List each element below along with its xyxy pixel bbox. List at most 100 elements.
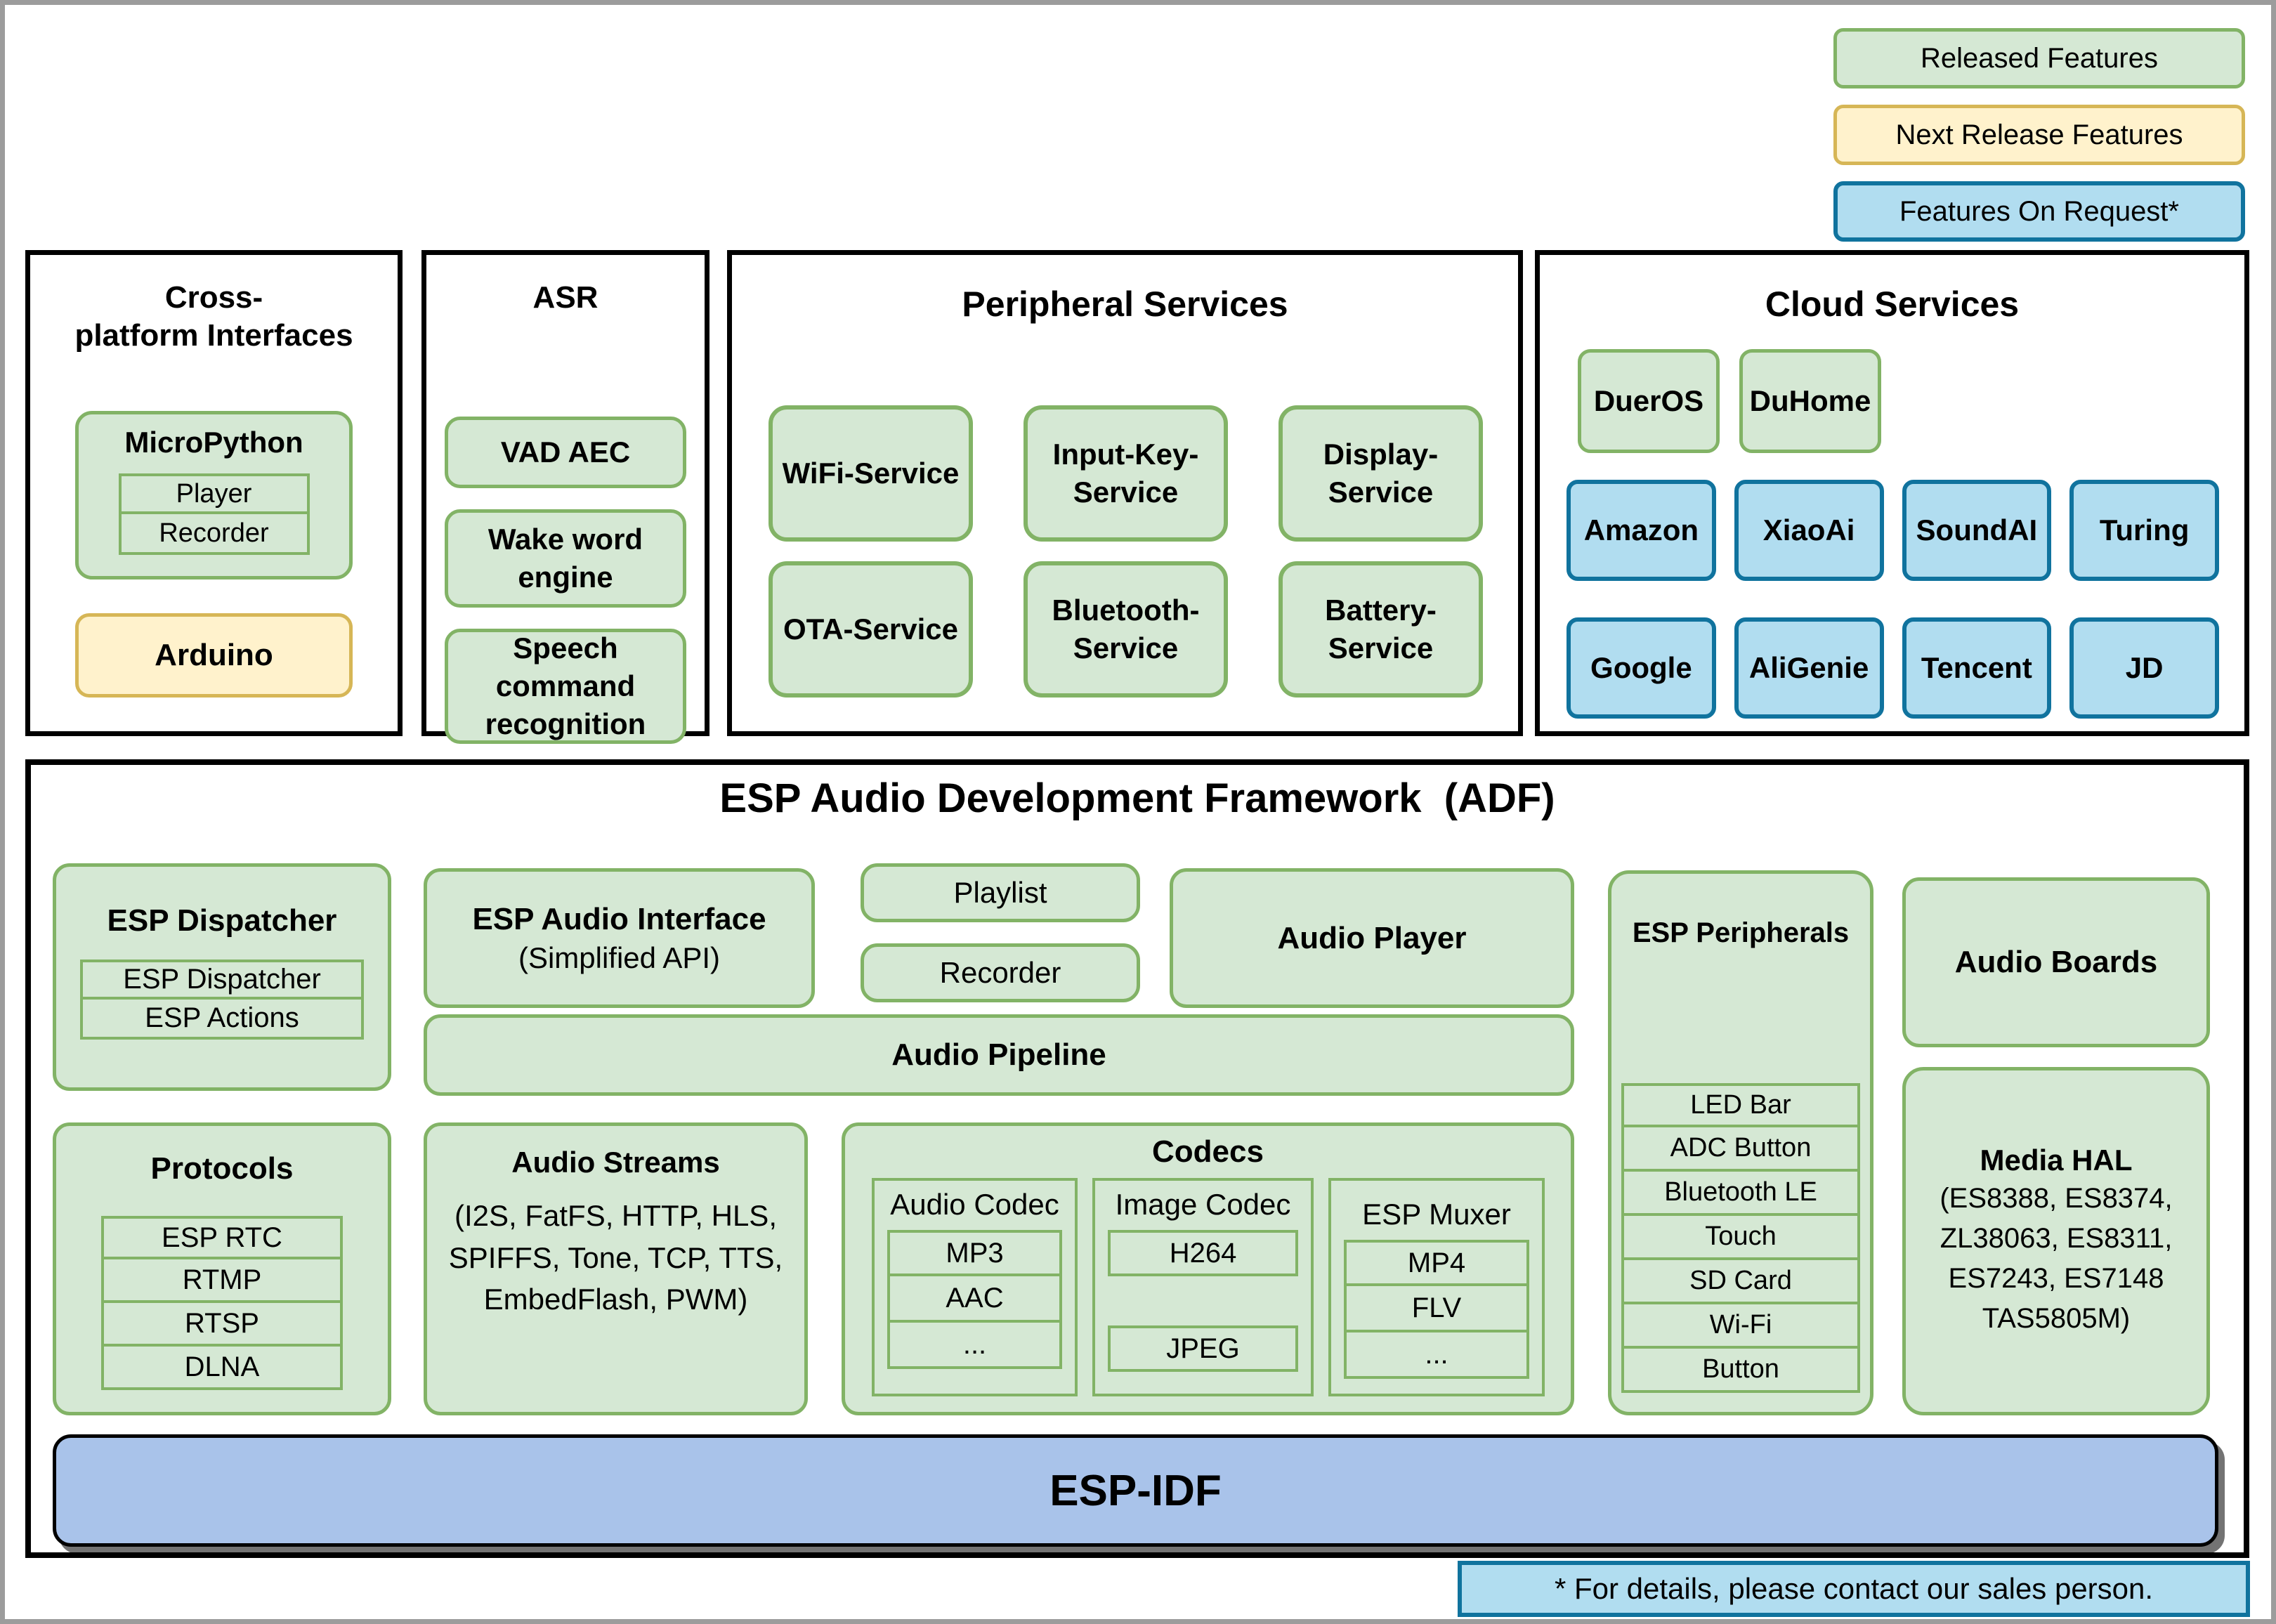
soundai-box: SoundAI [1902,480,2052,581]
esp-rtc-item: ESP RTC [101,1216,343,1259]
audio-codec-title: Audio Codec [890,1188,1059,1221]
media-hal-body: (ES8388, ES8374, ZL38063, ES8311, ES7243… [1940,1183,2173,1334]
audio-codec-column: Audio Codec MP3 AAC ... [872,1178,1078,1396]
image-codec-column: Image Codec H264 JPEG [1092,1178,1314,1396]
input-key-service-box: Input-Key-Service [1023,405,1228,542]
audio-player-box: Audio Player [1170,868,1574,1008]
h264-item: H264 [1108,1230,1298,1276]
aligenie-box: AliGenie [1734,617,1884,719]
playlist-box: Playlist [861,863,1140,922]
audio-codec-items: MP3 AAC ... [887,1230,1062,1369]
sd-card-item: SD Card [1621,1260,1860,1304]
wifi-item: Wi-Fi [1621,1304,1860,1349]
cloud-services-title: Cloud Services [1765,284,2020,324]
esp-muxer-title: ESP Muxer [1362,1198,1511,1231]
turing-box: Turing [2069,480,2219,581]
footer-note: * For details, please contact our sales … [1458,1561,2250,1617]
duhome-box: DuHome [1739,349,1881,453]
mp4-item: MP4 [1344,1240,1529,1286]
dlna-item: DLNA [101,1347,343,1390]
asr-items: VAD AEC Wake word engine Speech command … [445,417,686,744]
esp-peripherals-title: ESP Peripherals [1632,917,1850,948]
esp-dispatcher-box: ESP Dispatcher ESP Dispatcher ESP Action… [53,863,391,1091]
adf-title: ESP Audio Development Framework (ADF) [719,775,1555,821]
esp-muxer-column: ESP Muxer MP4 FLV ... [1328,1178,1545,1396]
cross-platform-title: Cross- platform Interfaces [30,279,398,354]
dueros-box: DuerOS [1578,349,1720,453]
cross-platform-title-line1: Cross- [164,280,263,315]
jd-box: JD [2069,617,2219,719]
jpeg-item: JPEG [1108,1325,1298,1372]
peripheral-services-grid: WiFi-Service Input-Key-Service Display-S… [769,405,1483,698]
section-peripheral-services: Peripheral Services WiFi-Service Input-K… [727,250,1523,736]
micropython-box: MicroPython Player Recorder [75,411,353,579]
arduino-box: Arduino [75,613,353,698]
section-asr: ASR VAD AEC Wake word engine Speech comm… [421,250,709,744]
led-bar-item: LED Bar [1621,1083,1860,1127]
esp-audio-interface-box: ESP Audio Interface (Simplified API) [424,868,815,1008]
protocols-box: Protocols ESP RTC RTMP RTSP DLNA [53,1122,391,1415]
esp-dispatcher-title: ESP Dispatcher [107,903,337,938]
recorder-box: Recorder [861,943,1140,1002]
esp-dispatcher-items: ESP Dispatcher ESP Actions [80,960,364,1040]
image-codec-items: H264 JPEG [1108,1230,1298,1372]
asr-vad-aec: VAD AEC [445,417,686,488]
esp-actions-item: ESP Actions [80,1000,364,1040]
cross-platform-title-line2: platform Interfaces [74,317,353,353]
bluetooth-le-item: Bluetooth LE [1621,1172,1860,1216]
section-esp-adf: ESP Audio Development Framework (ADF) ES… [25,759,2249,1558]
legend: Released Features Next Release Features … [1833,28,2245,242]
image-codec-title: Image Codec [1115,1188,1291,1221]
esp-audio-interface-title: ESP Audio Interface [472,901,766,936]
display-service-box: Display-Service [1278,405,1483,542]
esp-peripherals-items: LED Bar ADC Button Bluetooth LE Touch SD… [1621,1083,1860,1393]
audio-streams-body: (I2S, FatFS, HTTP, HLS, SPIFFS, Tone, TC… [448,1199,783,1316]
cloud-on-request-grid: Amazon XiaoAi SoundAI Turing Google AliG… [1567,480,2219,719]
audio-pipeline-box: Audio Pipeline [424,1014,1574,1096]
adc-button-item: ADC Button [1621,1127,1860,1172]
amazon-box: Amazon [1567,480,1716,581]
legend-next-release-features: Next Release Features [1833,105,2245,165]
micropython-recorder: Recorder [118,514,310,555]
touch-item: Touch [1621,1216,1860,1260]
esp-muxer-more-item: ... [1344,1332,1529,1379]
micropython-title: MicroPython [124,426,303,459]
micropython-items: Player Recorder [118,473,310,555]
xiaoai-box: XiaoAi [1734,480,1884,581]
audio-streams-box: Audio Streams (I2S, FatFS, HTTP, HLS, SP… [424,1122,808,1415]
ota-service-box: OTA-Service [769,561,973,698]
esp-idf-bar: ESP-IDF [53,1434,2218,1547]
codecs-title: Codecs [1152,1134,1264,1169]
wifi-service-box: WiFi-Service [769,405,973,542]
legend-released-features: Released Features [1833,28,2245,89]
section-cloud-services: Cloud Services DuerOS DuHome Amazon Xiao… [1535,250,2249,736]
cloud-released-row: DuerOS DuHome [1578,349,1881,453]
codecs-columns: Audio Codec MP3 AAC ... Image Codec H264… [872,1178,1545,1396]
asr-wake-word-engine: Wake word engine [445,509,686,608]
esp-peripherals-box: ESP Peripherals LED Bar ADC Button Bluet… [1608,870,1873,1415]
google-box: Google [1567,617,1716,719]
asr-title: ASR [532,280,599,315]
protocols-items: ESP RTC RTMP RTSP DLNA [101,1216,343,1390]
micropython-player: Player [118,473,310,514]
audio-codec-more-item: ... [887,1323,1062,1369]
flv-item: FLV [1344,1286,1529,1332]
rtmp-item: RTMP [101,1259,343,1303]
peripheral-services-title: Peripheral Services [962,284,1288,324]
button-item: Button [1621,1349,1860,1393]
asr-speech-command-recognition: Speech command recognition [445,629,686,744]
esp-muxer-items: MP4 FLV ... [1344,1240,1529,1379]
bluetooth-service-box: Bluetooth-Service [1023,561,1228,698]
media-hal-title: Media HAL [1980,1144,2133,1177]
aac-item: AAC [887,1276,1062,1323]
audio-boards-box: Audio Boards [1902,877,2210,1047]
tencent-box: Tencent [1902,617,2052,719]
esp-dispatcher-item: ESP Dispatcher [80,960,364,1000]
media-hal-box: Media HAL (ES8388, ES8374, ZL38063, ES83… [1902,1067,2210,1415]
battery-service-box: Battery-Service [1278,561,1483,698]
rtsp-item: RTSP [101,1303,343,1347]
esp-audio-interface-subtitle: (Simplified API) [518,941,721,974]
codecs-box: Codecs Audio Codec MP3 AAC ... Image Cod… [842,1122,1574,1415]
mp3-item: MP3 [887,1230,1062,1276]
